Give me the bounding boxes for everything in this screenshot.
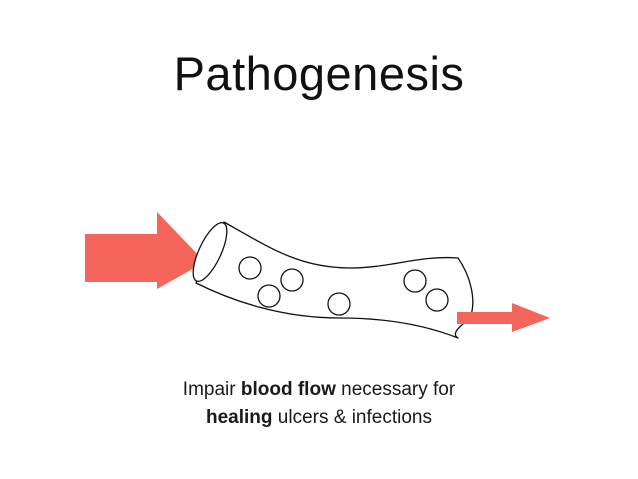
blood-cell-icon [327,292,351,316]
outflow-arrow-icon [457,303,550,332]
vessel-opening-icon [192,221,228,283]
blood-cell-icon [257,284,281,308]
caption-line-2: healing ulcers & infections [0,404,638,432]
caption-emphasis: blood flow [240,379,336,400]
blood-cell-icon [280,268,304,292]
blood-cell-icon [238,256,262,280]
blood-vessel-icon [195,221,474,339]
slide-title: Pathogenesis [173,47,465,100]
caption-emphasis: healing [206,407,273,428]
caption-line-1: Impair blood flow necessary for [0,376,638,404]
inflow-arrow-icon [85,212,205,289]
blood-cell-icon [425,288,449,312]
blood-cell-icon [403,269,427,293]
caption-text: necessary for [335,379,456,400]
blood-cells [238,256,449,316]
caption-text: ulcers & infections [272,407,432,428]
caption-text: Impair [182,379,241,400]
slide-caption: Impair blood flow necessary for healing … [0,376,638,432]
